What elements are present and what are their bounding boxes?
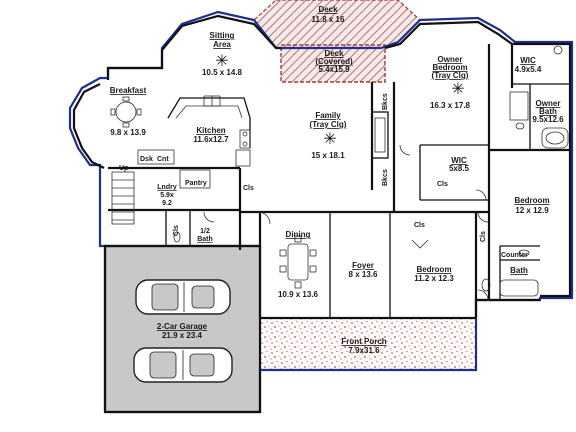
- owner-bath-name-1: Owner: [536, 99, 561, 108]
- garage-area: [105, 246, 259, 412]
- minor-labels: Up Dsk Cnt Pantry Cls Cls Cls Counter Cl…: [119, 93, 528, 259]
- desk-label: Dsk: [140, 156, 153, 163]
- wic-owner-dim: 4.9x5.4: [515, 65, 542, 74]
- bedroom-east-dim: 12 x 12.9: [515, 206, 549, 215]
- owner-bedroom-name-1: Owner: [438, 55, 463, 64]
- room-labels: Deck 11.8 x 16 Deck (Covered) 5.4x15.9 S…: [110, 5, 564, 355]
- closet-label-wic: Cls: [437, 181, 448, 188]
- laundry-name: Lndry: [157, 184, 177, 191]
- family-name-1: Family: [315, 111, 341, 120]
- car-top: [135, 279, 231, 315]
- door-swings: [203, 144, 489, 301]
- counter-label: Counter: [501, 252, 528, 259]
- owner-bath-name-2: Bath: [539, 107, 557, 116]
- walls: [72, 14, 572, 414]
- dining-dim: 10.9 x 13.6: [278, 290, 319, 299]
- family-ceiling-star: ✳: [323, 129, 336, 148]
- owner-bedroom-name-3: (Tray Clg): [432, 71, 469, 80]
- deck-name: Deck: [318, 5, 338, 14]
- car-bottom: [133, 347, 233, 383]
- front-porch-dim: 7.9x31.6: [348, 346, 380, 355]
- pantry-label: Pantry: [185, 180, 207, 187]
- kitchen-cabinets: [137, 95, 251, 189]
- laundry-dim-1: 5.9x: [160, 192, 174, 199]
- bath-fixtures: [173, 231, 539, 297]
- bedroom-east-name: Bedroom: [514, 196, 549, 205]
- bedroom-front-dim: 11.2 x 12.3: [414, 274, 454, 283]
- owner-bath-dim: 9.5x12.6: [532, 115, 564, 124]
- closet-label-kitchen: Cls: [243, 185, 254, 192]
- bookcases-label-upper: Bkcs: [382, 93, 389, 110]
- wic-owner-name: WIC: [520, 56, 536, 65]
- owner-bedroom-dim: 16.3 x 17.8: [430, 101, 471, 110]
- half-bath-name-1: 1/2: [200, 228, 210, 235]
- owner-bedroom-name-2: Bedroom: [432, 63, 467, 72]
- family-dim: 15 x 18.1: [311, 151, 345, 160]
- stairs-up-label: Up: [119, 165, 128, 172]
- bath-name: Bath: [510, 266, 528, 275]
- deck-covered-name-1: Deck: [324, 49, 344, 58]
- foyer-name: Foyer: [352, 261, 374, 270]
- dining-name: Dining: [286, 230, 311, 239]
- counter-short-label: Cnt: [157, 156, 169, 163]
- bedroom-front-name: Bedroom: [416, 265, 451, 274]
- deck-covered-area: [280, 44, 386, 83]
- wic-hall-name: WIC: [451, 156, 467, 165]
- garage-name: 2-Car Garage: [157, 322, 208, 331]
- deck-covered-name-2: (Covered): [315, 57, 353, 66]
- dining-table: [279, 235, 317, 289]
- deck-dim: 11.8 x 16: [312, 15, 345, 24]
- deck-covered-dim: 5.4x15.9: [318, 65, 350, 74]
- bookcases-label-lower: Bkcs: [382, 169, 389, 186]
- closet-label-front: Cls: [414, 222, 425, 229]
- kitchen-dim: 11.6x12.7: [193, 135, 229, 144]
- sitting-area-name-1: Sitting: [210, 31, 235, 40]
- wic-hall-dim: 5x8.5: [449, 164, 470, 173]
- breakfast-name: Breakfast: [110, 86, 147, 95]
- fireplace: [371, 111, 389, 159]
- breakfast-table: [110, 96, 142, 128]
- foyer-dim: 8 x 13.6: [349, 270, 378, 279]
- family-name-2: (Tray Clg): [310, 120, 347, 129]
- front-porch-area: [259, 317, 477, 371]
- owner-ceiling-star: ✳: [451, 79, 464, 98]
- garage-dim: 21.9 x 23.4: [162, 331, 203, 340]
- sitting-ceiling-star: ✳: [215, 51, 228, 70]
- closet-label-east: Cls: [480, 231, 487, 242]
- laundry-dim-2: 9.2: [162, 200, 172, 207]
- front-porch-name: Front Porch: [341, 337, 386, 346]
- stairs: [111, 171, 135, 225]
- kitchen-name: Kitchen: [196, 126, 225, 135]
- half-bath-name-2: Bath: [197, 236, 213, 243]
- sitting-area-dim: 10.5 x 14.8: [202, 68, 243, 77]
- sitting-area-name-2: Area: [213, 40, 231, 49]
- breakfast-dim: 9.8 x 13.9: [110, 128, 146, 137]
- owner-bath-fixtures: [509, 45, 569, 149]
- closet-label-halfbath: Cls: [173, 225, 180, 236]
